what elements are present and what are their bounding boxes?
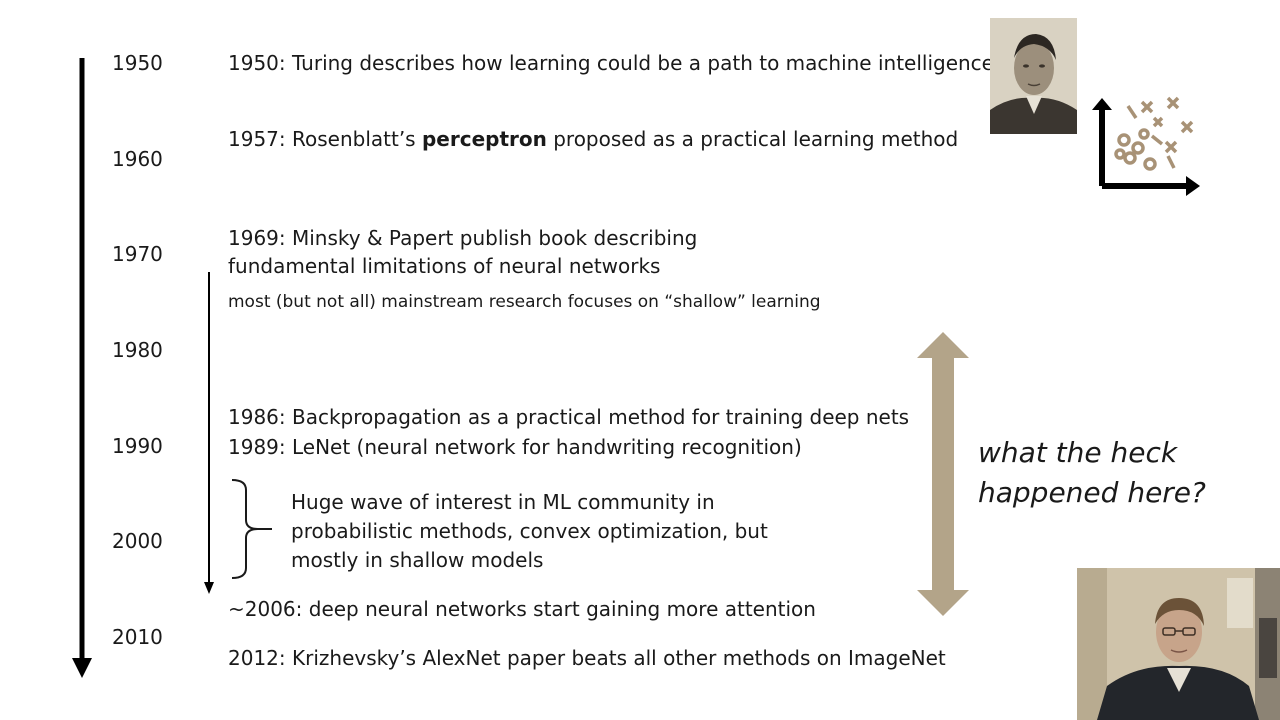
ml-wave-line3: mostly in shallow models <box>291 548 544 572</box>
year-label-1950: 1950 <box>112 51 163 75</box>
timeline-arrow <box>72 58 92 678</box>
event-1989: 1989: LeNet (neural network for handwrit… <box>228 435 802 459</box>
double-arrow <box>917 332 969 616</box>
turing-portrait <box>990 18 1077 134</box>
event-1957-prefix: 1957: Rosenblatt’s <box>228 127 422 151</box>
year-label-1990: 1990 <box>112 434 163 458</box>
year-label-2010: 2010 <box>112 625 163 649</box>
ml-wave-line1: Huge wave of interest in ML community in <box>291 490 715 514</box>
ml-wave-line2: probabilistic methods, convex optimizati… <box>291 519 768 543</box>
year-label-1960: 1960 <box>112 147 163 171</box>
year-label-2000: 2000 <box>112 529 163 553</box>
event-2006: ~2006: deep neural networks start gainin… <box>228 597 816 621</box>
perceptron-term: perceptron <box>421 127 547 151</box>
annotation-line1: what the heck <box>978 436 1178 469</box>
event-2012: 2012: Krizhevsky’s AlexNet paper beats a… <box>228 646 946 670</box>
year-label-1980: 1980 <box>112 338 163 362</box>
event-1969-line1: 1969: Minsky & Papert publish book descr… <box>228 226 698 250</box>
event-1957: 1957: Rosenblatt’s perceptron proposed a… <box>228 127 958 151</box>
event-1969-line2: fundamental limitations of neural networ… <box>228 254 661 278</box>
shallow-learning-note: most (but not all) mainstream research f… <box>228 292 821 312</box>
event-1957-suffix: proposed as a practical learning method <box>546 127 959 151</box>
curly-brace <box>231 479 272 579</box>
classification-scatter-icon <box>1092 96 1200 196</box>
annotation-line2: happened here? <box>978 476 1206 509</box>
event-1986: 1986: Backpropagation as a practical met… <box>228 405 910 429</box>
presenter-webcam <box>1077 568 1280 720</box>
event-1950: 1950: Turing describes how learning coul… <box>228 51 994 75</box>
shallow-era-arrow <box>204 272 214 594</box>
year-label-1970: 1970 <box>112 242 163 266</box>
